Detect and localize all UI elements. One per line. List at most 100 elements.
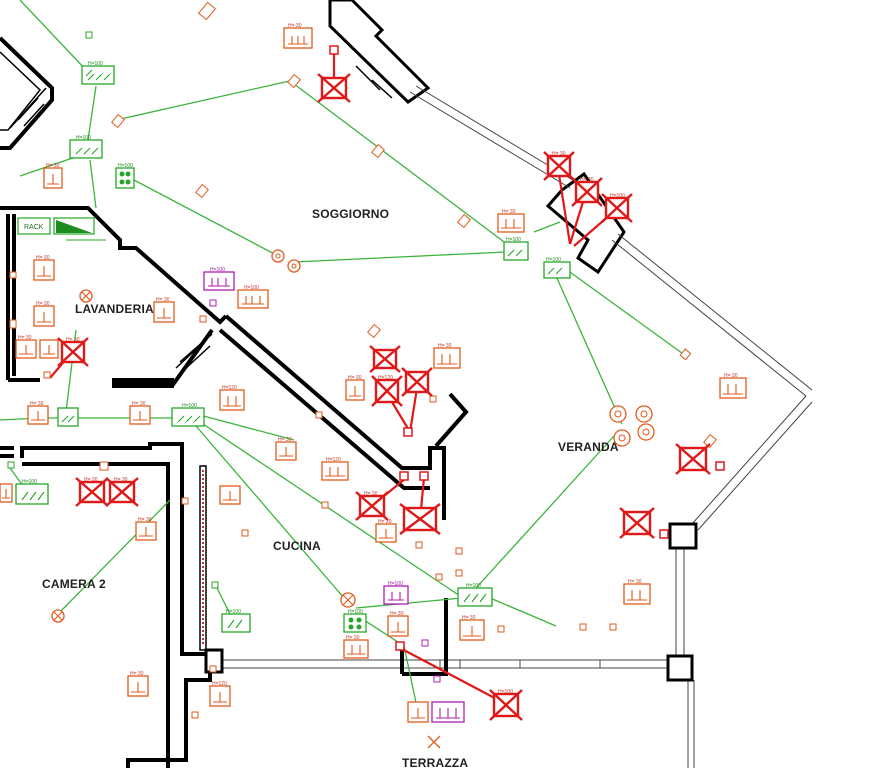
wall-top-left-inner bbox=[0, 51, 42, 131]
switch-box: H=100 bbox=[457, 583, 493, 607]
stair-lines-2 bbox=[17, 97, 45, 127]
junction-box bbox=[395, 641, 405, 651]
wire-9 bbox=[555, 261, 687, 357]
switch-box: H=100 bbox=[343, 609, 367, 633]
svg-text:H= 30: H= 30 bbox=[502, 209, 516, 215]
junction-box bbox=[111, 113, 125, 129]
junction-box bbox=[371, 143, 385, 159]
junction-box bbox=[659, 529, 669, 539]
junction-box bbox=[497, 625, 505, 633]
socket-single bbox=[219, 485, 241, 505]
light-point bbox=[317, 73, 351, 103]
svg-text:H= 30: H= 30 bbox=[552, 151, 566, 157]
svg-text:H= 30: H= 30 bbox=[156, 297, 170, 303]
svg-text:H= 30: H= 30 bbox=[288, 23, 302, 29]
light-point: H=100 bbox=[489, 689, 523, 721]
socket-single: H= 30 bbox=[15, 335, 37, 359]
wire-17 bbox=[475, 435, 615, 589]
socket-single bbox=[39, 339, 59, 359]
svg-text:H=120: H=120 bbox=[378, 375, 393, 381]
wire-10 bbox=[555, 275, 623, 425]
svg-text:H= 30: H= 30 bbox=[36, 301, 50, 307]
wall-cucina-corner bbox=[434, 392, 469, 448]
column-top bbox=[328, 0, 431, 104]
junction-box bbox=[579, 623, 587, 631]
light-point: H= 30 bbox=[543, 151, 575, 181]
wire-18 bbox=[57, 499, 171, 615]
svg-text:H=100: H=100 bbox=[22, 479, 37, 485]
switch-box: H=100 bbox=[81, 61, 115, 85]
junction-box bbox=[211, 581, 219, 589]
svg-text:H=120: H=120 bbox=[222, 385, 237, 391]
ceiling-lights bbox=[51, 249, 655, 749]
window-mullions bbox=[439, 660, 601, 668]
wire-2 bbox=[87, 85, 97, 141]
wire-13 bbox=[195, 413, 295, 441]
ceiling-light bbox=[271, 249, 301, 273]
junction-box bbox=[421, 639, 429, 647]
data-outlet: H=100 bbox=[203, 267, 235, 291]
svg-text:H=120: H=120 bbox=[212, 681, 227, 687]
ceiling-light bbox=[340, 592, 356, 608]
svg-text:H= 30: H= 30 bbox=[66, 337, 80, 343]
svg-text:H=100: H=100 bbox=[244, 285, 259, 291]
room-label-camera-2: CAMERA 2 bbox=[42, 577, 106, 591]
junction-box bbox=[329, 45, 339, 55]
junction-box bbox=[609, 623, 617, 631]
wall-light bbox=[427, 735, 441, 749]
wall-lavanderia-block bbox=[112, 378, 174, 388]
window-diag-2 bbox=[697, 401, 813, 531]
wire-14 bbox=[199, 421, 461, 597]
junction-box bbox=[403, 427, 413, 437]
svg-text:H= 30: H= 30 bbox=[438, 343, 452, 349]
walls bbox=[0, 0, 813, 768]
column-top-detail bbox=[355, 65, 393, 99]
data-outlet: H=100 bbox=[383, 581, 409, 605]
red-wire-6 bbox=[399, 647, 507, 705]
wall-lavanderia-top bbox=[0, 206, 228, 325]
light-point bbox=[619, 507, 655, 539]
ceiling-light bbox=[79, 289, 93, 303]
junction-box bbox=[455, 547, 463, 555]
junction-box bbox=[43, 371, 51, 379]
wire-15 bbox=[195, 425, 345, 599]
socket-single bbox=[0, 483, 13, 503]
wall-top-left bbox=[0, 36, 54, 150]
switch-box: H=100 bbox=[69, 135, 103, 159]
svg-text:H=100: H=100 bbox=[182, 403, 197, 409]
junction-box bbox=[287, 73, 301, 89]
wire-7 bbox=[133, 179, 283, 259]
ceiling-light-group bbox=[609, 405, 655, 447]
light-points: H= 30 H= 30 H=100 H= 30 H=120 bbox=[57, 45, 725, 721]
junction-box bbox=[321, 501, 329, 509]
room-labels: SOGGIORNO LAVANDERIA VERANDA CUCINA CAME… bbox=[42, 207, 619, 768]
svg-text:H=100: H=100 bbox=[210, 267, 225, 273]
junction-box bbox=[455, 569, 463, 577]
junction-box bbox=[703, 433, 717, 449]
svg-text:H=100: H=100 bbox=[388, 581, 403, 587]
svg-text:H=100: H=100 bbox=[226, 609, 241, 615]
junction-box bbox=[199, 315, 207, 323]
svg-text:H=100: H=100 bbox=[498, 689, 513, 695]
window-right-1 bbox=[611, 239, 807, 397]
switch-box: H=100 bbox=[503, 237, 529, 261]
socket-double: H= 30 bbox=[623, 579, 651, 605]
socket-double: H=120 bbox=[321, 457, 349, 481]
socket-single: H= 30 bbox=[153, 297, 175, 323]
wire-4 bbox=[293, 83, 513, 249]
socket-single: H= 30 bbox=[275, 437, 297, 461]
junction-box bbox=[209, 299, 217, 307]
lavanderia-shelves bbox=[175, 333, 213, 371]
switch-box: H=100 bbox=[171, 403, 205, 427]
light-point: H= 30 bbox=[105, 477, 139, 507]
wire-12 bbox=[0, 417, 180, 421]
ceiling-light bbox=[51, 609, 65, 623]
junction-box bbox=[457, 213, 471, 229]
socket-single: H=120 bbox=[209, 681, 231, 707]
svg-text:H= 30: H= 30 bbox=[580, 177, 594, 183]
svg-text:H= 30: H= 30 bbox=[628, 579, 642, 585]
svg-text:H= 30: H= 30 bbox=[462, 615, 476, 621]
junction-box bbox=[9, 271, 17, 279]
wall-cucina-inner bbox=[218, 328, 430, 490]
socket-single: H= 30 bbox=[33, 301, 55, 327]
